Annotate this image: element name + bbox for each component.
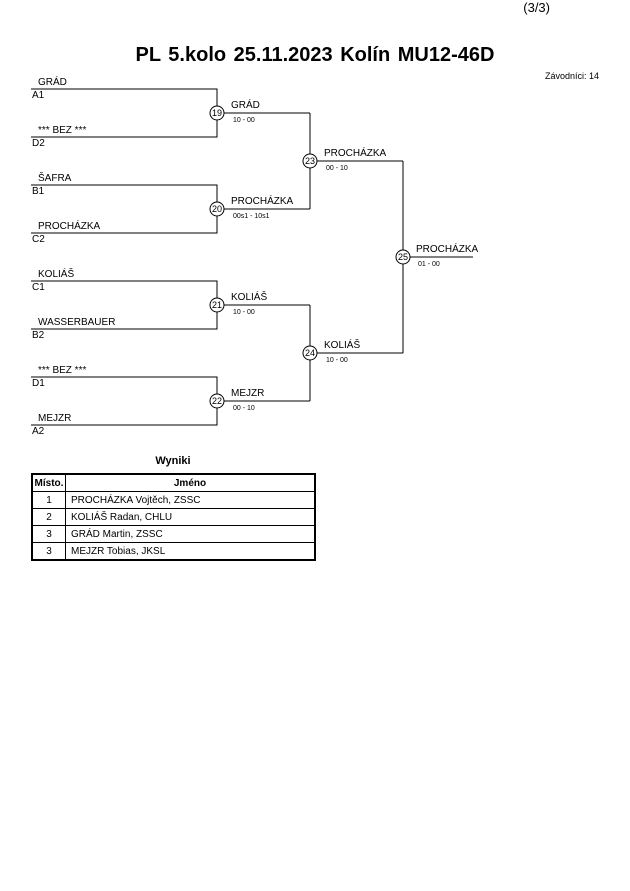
final-lines [402,161,473,353]
r1-seed: C1 [32,282,45,293]
name-cell: PROCHÁZKA Vojtěch, ZSSC [65,491,316,509]
match-number: 23 [305,156,315,166]
match-number: 25 [398,252,408,262]
r1-name: *** BEZ *** [38,125,86,136]
results-table: Místo. Jméno 1 PROCHÁZKA Vojtěch, ZSSC 2… [31,473,316,561]
place-header: Místo. [31,473,66,492]
r1-score: 10 - 00 [233,309,255,316]
name-cell: GRÁD Martin, ZSSC [65,525,316,543]
r1-score: 00 - 10 [233,405,255,412]
r1-seed: D2 [32,138,45,149]
match-number: 24 [305,348,315,358]
r1-score: 10 - 00 [233,117,255,124]
name-cell: KOLIÁŠ Radan, CHLU [65,508,316,526]
page-title: PL 5.kolo 25.11.2023 Kolín MU12-46D [135,44,495,66]
r1-winner: PROCHÁZKA [231,194,294,207]
r1-seed: B2 [32,330,45,341]
match-number: 22 [212,396,222,406]
table-header-row: Místo. Jméno [31,473,316,492]
results-title: Wyniki [155,455,191,467]
r1-name: ŠAFRA [38,171,72,184]
semi-score: 10 - 00 [326,357,348,364]
page-number: (3/3) [523,0,550,15]
r1-name: PROCHÁZKA [38,219,101,232]
name-cell: MEJZR Tobias, JKSL [65,542,316,561]
r1-seed: A1 [32,90,45,101]
table-row: 2 KOLIÁŠ Radan, CHLU [31,508,316,526]
final-winner: PROCHÁZKA [416,242,479,255]
r1-winner: GRÁD [231,98,260,111]
r1-seed: D1 [32,378,45,389]
r1-winner: KOLIÁŠ [231,290,267,303]
place-cell: 3 [31,542,66,561]
r1-name: WASSERBAUER [38,317,115,328]
semi-winner: PROCHÁZKA [324,146,387,159]
r1-name: *** BEZ *** [38,365,86,376]
place-cell: 1 [31,491,66,509]
r1-name: MEJZR [38,413,71,424]
competitor-count: Závodníci: 14 [544,71,599,81]
r1-name: GRÁD [38,75,67,88]
semi-score: 00 - 10 [326,165,348,172]
match-number: 20 [212,204,222,214]
match-number: 19 [212,108,222,118]
semi-winner: KOLIÁŠ [324,338,360,351]
r1-seed: C2 [32,234,45,245]
name-header: Jméno [65,473,316,492]
place-cell: 3 [31,525,66,543]
match-number: 21 [212,300,222,310]
r1-name: KOLIÁŠ [38,267,74,280]
r1-score: 00s1 - 10s1 [233,213,270,220]
r1-winner: MEJZR [231,388,264,399]
tournament-bracket: GRÁD A1 *** BEZ *** D2 ŠAFRA B1 PROCHÁZK… [31,75,479,437]
r1-seed: B1 [32,186,45,197]
table-row: 3 MEJZR Tobias, JKSL [31,542,316,561]
place-cell: 2 [31,508,66,526]
table-row: 3 GRÁD Martin, ZSSC [31,525,316,543]
table-row: 1 PROCHÁZKA Vojtěch, ZSSC [31,491,316,509]
final-score: 01 - 00 [418,261,440,268]
r1-seed: A2 [32,426,45,437]
